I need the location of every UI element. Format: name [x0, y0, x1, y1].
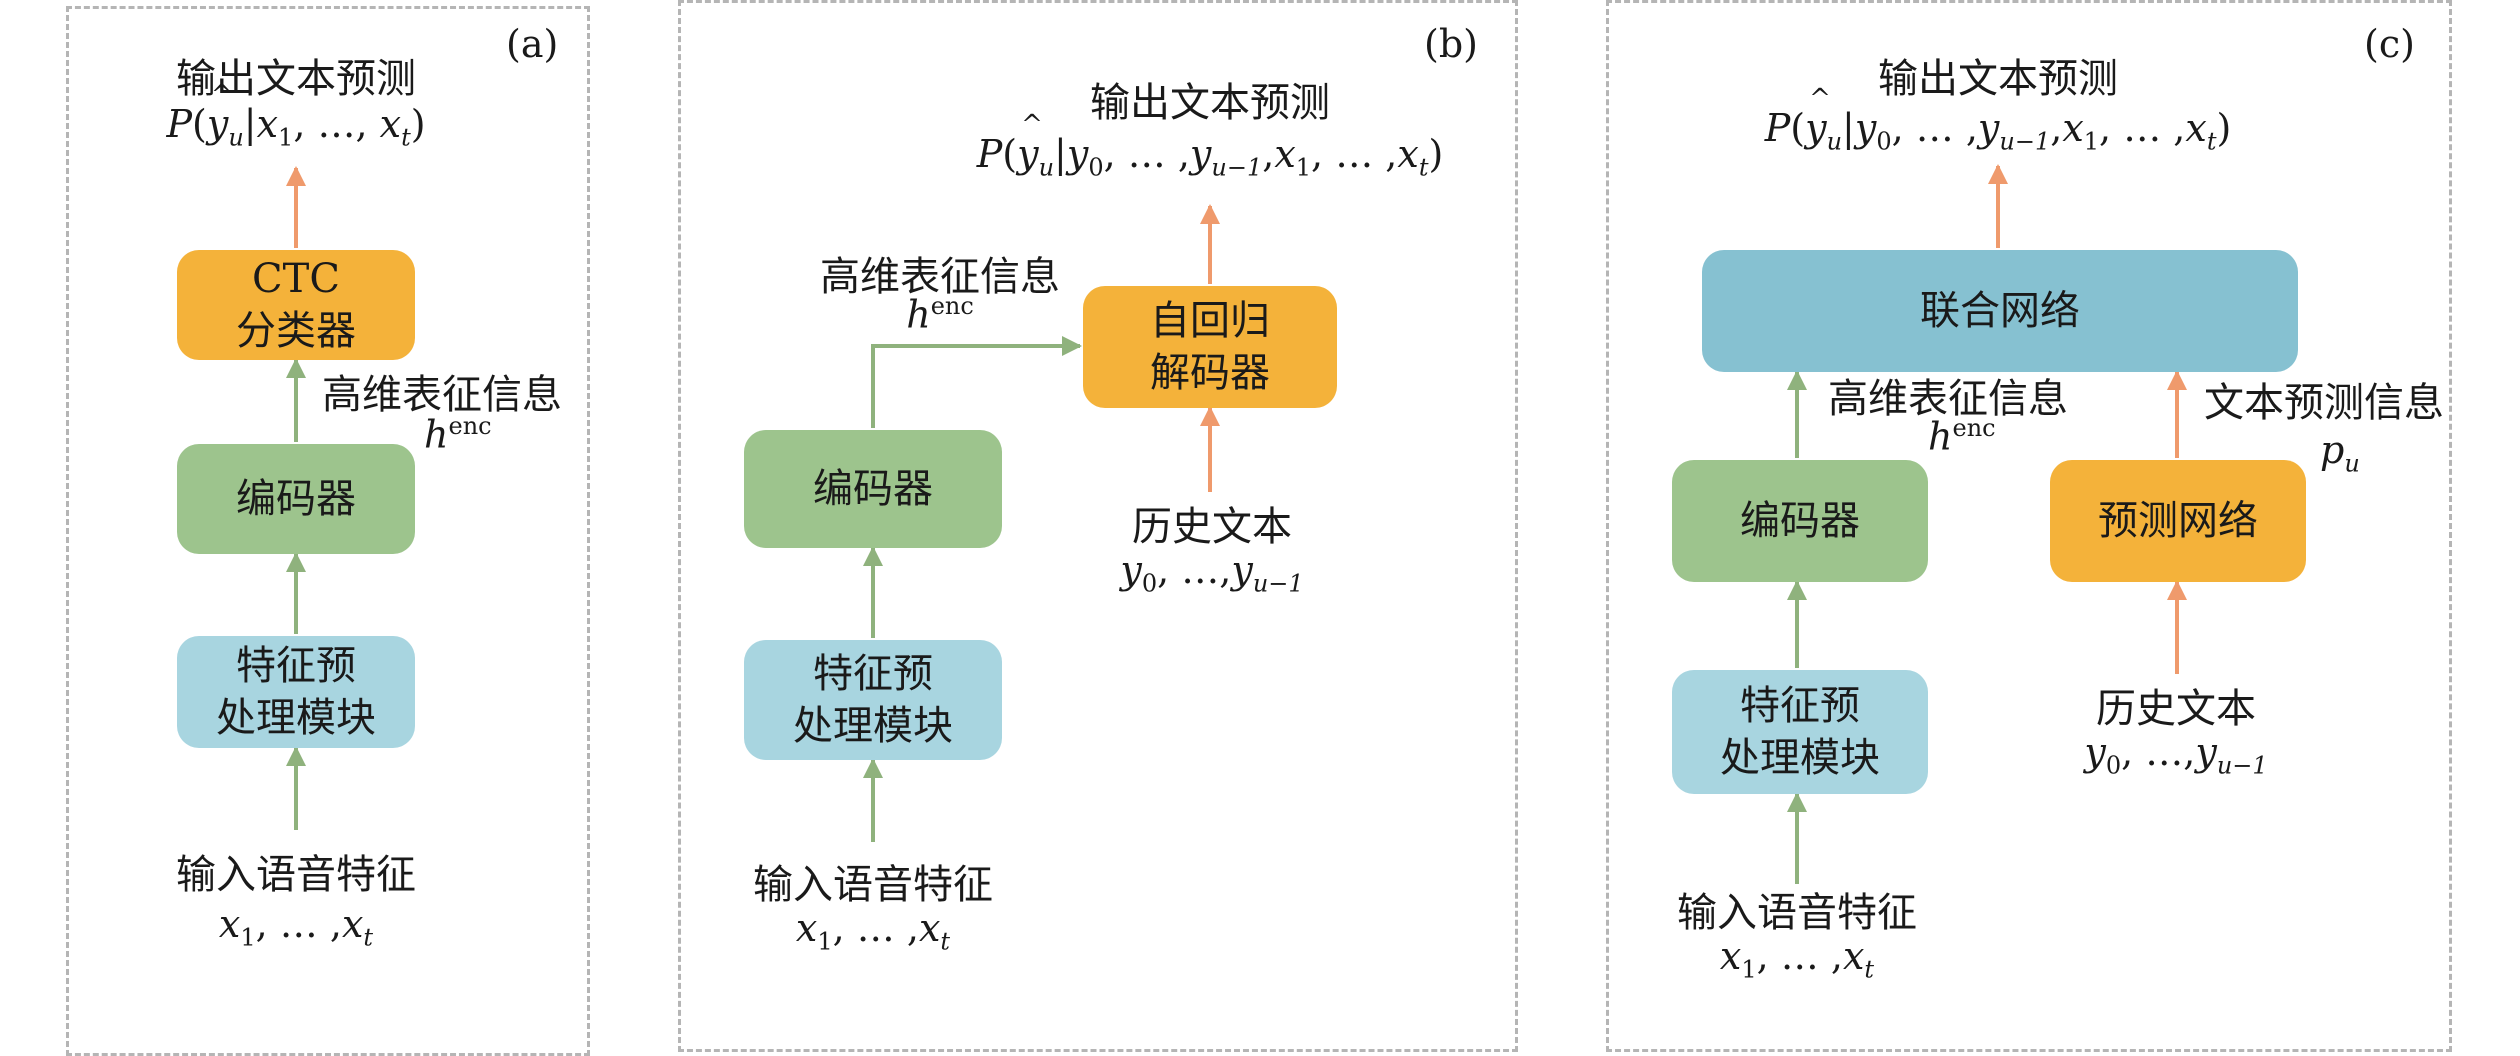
- prediction-network-box: 预测网络: [2050, 460, 2306, 582]
- output-title-c: 输出文本预测: [1878, 56, 2118, 102]
- history-label-c: 历史文本: [2096, 686, 2256, 732]
- ctc-classifier-box: CTC 分类器: [177, 250, 415, 360]
- ctc-line-2: 分类器: [236, 308, 356, 354]
- history-formula-b: y0, …,yu−1: [1120, 548, 1304, 598]
- feature-label-c: 高维表征信息: [1828, 376, 2068, 422]
- output-formula-b: P(yu|y0, … ,yu−1,x1, … ,xt): [977, 110, 1444, 182]
- output-formula-a: P(yu|x1, …, xt): [166, 80, 425, 152]
- preproc-c-line-2: 处理模块: [1720, 735, 1880, 781]
- panel-b: [678, 0, 1518, 1052]
- encoder-box-c: 编码器: [1672, 460, 1928, 582]
- decoder-box: 自回归 解码器: [1083, 286, 1337, 408]
- preproc-box-a: 特征预 处理模块: [177, 636, 415, 748]
- history-formula-c: y0, …,yu−1: [2084, 730, 2268, 780]
- output-title-b: 输出文本预测: [1090, 80, 1330, 126]
- h-enc-a: henc: [424, 412, 492, 457]
- encoder-box-b: 编码器: [744, 430, 1002, 548]
- input-formula-b: x1, … ,xt: [795, 906, 951, 956]
- preproc-b-line-2: 处理模块: [793, 703, 953, 749]
- decoder-line-1: 自回归: [1150, 298, 1270, 344]
- feature-label-a: 高维表征信息: [322, 372, 562, 418]
- h-enc-c: henc: [1928, 414, 1996, 459]
- input-formula-a: x1, … ,xt: [218, 902, 374, 952]
- panel-b-tag: (b): [1424, 22, 1478, 66]
- feature-label-b: 高维表征信息: [820, 254, 1060, 300]
- decoder-line-2: 解码器: [1150, 350, 1270, 396]
- input-label-b: 输入语音特征: [753, 862, 993, 908]
- preproc-a-line-2: 处理模块: [216, 695, 376, 741]
- preproc-box-b: 特征预 处理模块: [744, 640, 1002, 760]
- p-u-label: pu: [2320, 428, 2360, 478]
- input-label-a: 输入语音特征: [176, 852, 416, 898]
- joint-network-box: 联合网络: [1702, 250, 2298, 372]
- panel-a-tag: (a): [506, 22, 559, 66]
- preproc-box-c: 特征预 处理模块: [1672, 670, 1928, 794]
- panel-c: [1606, 0, 2452, 1052]
- preproc-b-line-1: 特征预: [813, 651, 933, 697]
- input-label-c: 输入语音特征: [1677, 890, 1917, 936]
- history-label-b: 历史文本: [1132, 504, 1292, 550]
- encoder-box-a: 编码器: [177, 444, 415, 554]
- input-formula-c: x1, … ,xt: [1719, 934, 1875, 984]
- h-enc-b: henc: [906, 292, 974, 337]
- pred-info-label: 文本预测信息: [2204, 380, 2444, 426]
- preproc-c-line-1: 特征预: [1740, 683, 1860, 729]
- panel-a: [66, 6, 590, 1056]
- preproc-a-line-1: 特征预: [236, 643, 356, 689]
- output-formula-c: P(yu|y0, … ,yu−1,x1, … ,xt): [1765, 84, 2232, 156]
- ctc-line-1: CTC: [252, 256, 340, 302]
- panel-c-tag: (c): [2364, 22, 2415, 66]
